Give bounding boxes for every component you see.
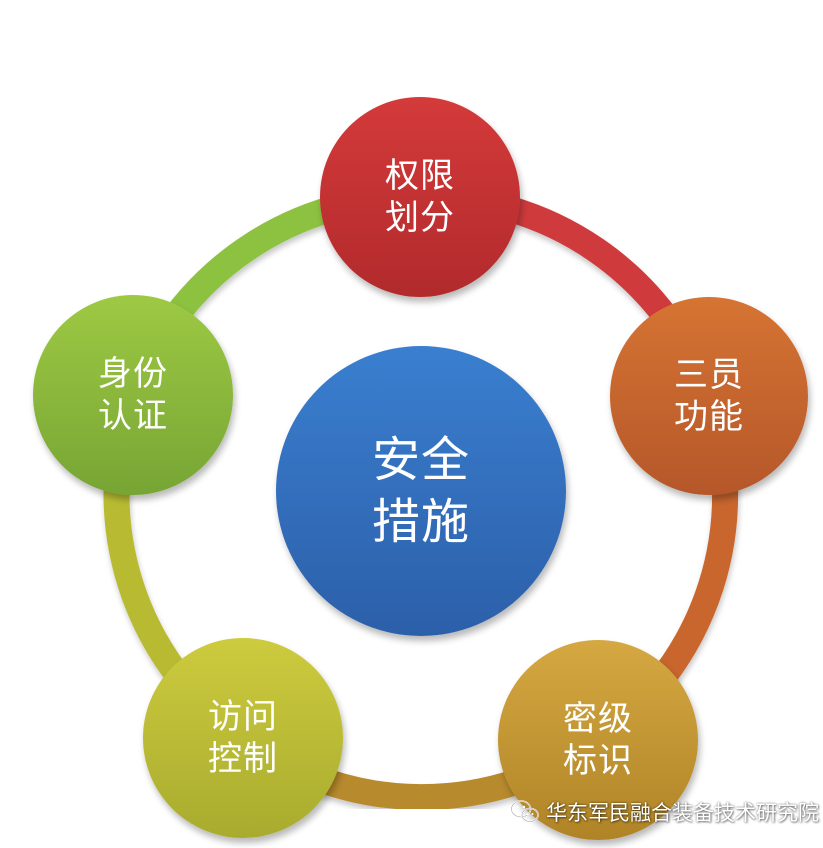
node-line-1: 权限 — [385, 155, 455, 196]
node-line-1: 访问 — [208, 696, 278, 737]
center-node-line-1: 安全 — [371, 431, 470, 488]
node-line-2: 认证 — [98, 396, 168, 436]
watermark: 华东军民融合装备技术研究院 — [510, 795, 819, 829]
node-access-control: 访问 控制 — [143, 638, 343, 838]
wechat-icon — [510, 799, 540, 825]
node-line-1: 三员 — [674, 354, 744, 395]
node-identity-authentication: 身份 认证 — [33, 295, 233, 495]
node-classification-marking: 密级 标识 — [498, 640, 698, 840]
node-line-2: 功能 — [674, 397, 744, 437]
node-permission-division: 权限 划分 — [320, 97, 520, 297]
node-line-1: 身份 — [98, 353, 168, 394]
center-node-security-measures: 安全 措施 — [276, 346, 566, 636]
node-line-2: 划分 — [385, 198, 455, 238]
center-node-line-2: 措施 — [371, 494, 470, 550]
node-line-2: 标识 — [563, 741, 633, 781]
watermark-text: 华东军民融合装备技术研究院 — [546, 801, 819, 825]
node-three-roles-function: 三员 功能 — [610, 297, 808, 495]
node-line-2: 控制 — [208, 739, 278, 779]
node-line-1: 密级 — [563, 698, 633, 739]
